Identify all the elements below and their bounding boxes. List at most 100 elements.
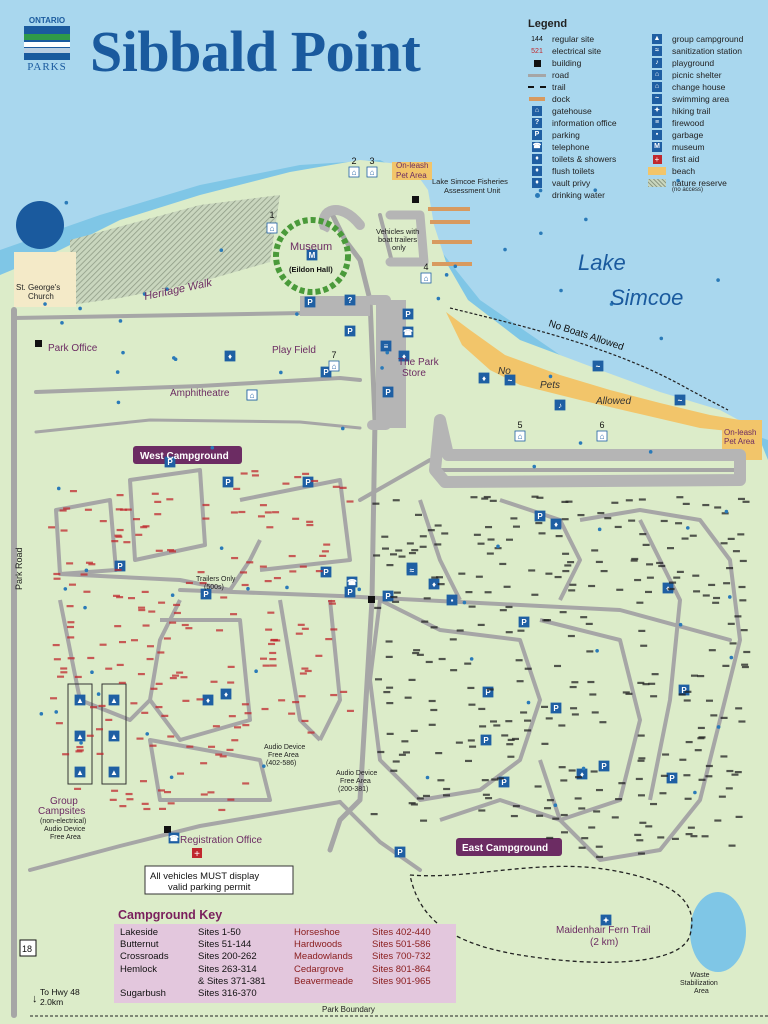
campsite-marker xyxy=(588,584,596,588)
campsite-marker xyxy=(242,724,250,727)
campsite-marker xyxy=(164,791,172,794)
drinking-water-dot xyxy=(659,336,664,341)
campsite-marker xyxy=(141,802,149,805)
drinking-water-dot xyxy=(724,509,729,514)
campsite-marker xyxy=(404,696,412,699)
park-store-label-2: Store xyxy=(402,368,426,379)
drinking-water-dot xyxy=(60,321,64,325)
campsite-marker xyxy=(684,690,692,693)
campsite-marker xyxy=(637,852,645,855)
campsite-marker xyxy=(569,583,577,586)
campsite-marker xyxy=(587,680,595,684)
campsite-marker xyxy=(726,769,734,773)
campsite-marker xyxy=(67,625,75,629)
campsite-marker xyxy=(423,597,431,600)
waste-label-1: Waste xyxy=(690,972,710,979)
campsite-marker xyxy=(692,574,700,577)
svg-text:P: P xyxy=(601,762,607,771)
svg-text:~: ~ xyxy=(508,376,513,385)
svg-text:▲: ▲ xyxy=(76,732,84,741)
campsite-marker xyxy=(99,520,107,523)
campsite-marker xyxy=(531,495,539,498)
campsite-marker xyxy=(637,794,645,797)
campground-key-sites-col2: Sites 402-440 xyxy=(372,927,431,938)
campsite-marker xyxy=(535,521,543,525)
legend-label: electrical site xyxy=(552,46,602,56)
campsite-marker xyxy=(294,475,302,479)
svg-text:M: M xyxy=(309,251,316,260)
campsite-marker xyxy=(161,714,169,717)
campsite-marker xyxy=(416,653,424,656)
campsite-marker xyxy=(650,695,658,698)
drinking-water-dot xyxy=(685,526,690,530)
vehicles-label-3: only xyxy=(392,243,406,252)
hwy-label-1: To Hwy 48 xyxy=(40,987,80,997)
campsite-marker xyxy=(515,659,523,662)
campsite-marker xyxy=(484,591,492,594)
drinking-water-dot xyxy=(578,441,583,445)
campsite-marker xyxy=(138,606,146,609)
campsite-marker xyxy=(216,629,224,632)
legend-row: ♪playground xyxy=(646,57,766,69)
campsite-marker xyxy=(231,739,239,742)
campsite-marker xyxy=(130,702,138,705)
logo-parks-text: PARKS xyxy=(27,61,67,73)
campsite-marker xyxy=(339,486,347,489)
campground-key-sites: & Sites 371-381 xyxy=(198,975,266,987)
campsite-marker xyxy=(475,575,483,578)
campground-key-sites: Sites 200-262 xyxy=(198,951,257,963)
legend-row: +first aid xyxy=(646,153,766,165)
campsite-marker xyxy=(332,485,340,488)
campsite-marker xyxy=(267,611,275,614)
campsite-marker xyxy=(55,722,63,725)
campsite-marker xyxy=(230,511,238,514)
campsite-marker xyxy=(435,752,443,755)
svg-text:☎: ☎ xyxy=(403,328,413,337)
svg-text:P: P xyxy=(537,512,543,521)
campsite-marker xyxy=(561,500,569,504)
campsite-marker xyxy=(625,499,633,502)
campsite-marker xyxy=(687,826,695,829)
campsite-marker xyxy=(63,507,71,510)
legend-row: road xyxy=(526,69,646,81)
svg-text:≡: ≡ xyxy=(384,342,389,351)
campsite-marker xyxy=(173,611,181,615)
toilets-showers-icon: ♦ xyxy=(220,688,232,700)
legend-symbol: 521 xyxy=(531,47,543,55)
campsite-marker xyxy=(393,591,401,594)
drinking-water-dot xyxy=(503,247,507,252)
campsite-marker xyxy=(207,791,215,794)
drinking-water-dot xyxy=(469,657,474,661)
legend-label: parking xyxy=(552,130,580,140)
campsite-marker xyxy=(544,619,552,622)
garbage-icon: ▪ xyxy=(646,130,668,140)
first-aid-icon: + xyxy=(192,848,202,860)
drinking-water-dot xyxy=(581,766,586,771)
campsite-marker xyxy=(428,699,436,703)
campsite-marker xyxy=(645,825,653,828)
telephone-icon: ☎ xyxy=(168,832,180,844)
campsite-marker xyxy=(718,795,726,798)
campsite-marker xyxy=(456,629,464,632)
campsite-marker xyxy=(428,723,436,726)
campsite-marker xyxy=(257,515,265,518)
campsite-marker xyxy=(591,549,599,552)
campsite-marker xyxy=(487,538,495,541)
parking-icon: P xyxy=(344,586,356,598)
first-aid-icon: + xyxy=(646,154,668,164)
campsite-marker xyxy=(197,571,205,574)
legend-label: vault privy xyxy=(552,178,591,188)
legend-row: ♦flush toilets xyxy=(526,165,646,177)
campsite-marker xyxy=(273,576,281,580)
campsite-marker xyxy=(729,642,737,645)
campsite-marker xyxy=(482,793,490,796)
legend-row: 521 electrical site xyxy=(526,45,646,57)
svg-text:P: P xyxy=(203,590,209,599)
campsite-marker xyxy=(251,474,259,477)
legend-title: Legend xyxy=(528,18,568,30)
drinking-water-dot xyxy=(63,587,68,591)
group-campground-icon: ▲ xyxy=(108,694,120,706)
campsite-marker xyxy=(120,508,128,511)
campsite-marker xyxy=(169,550,177,553)
campsite-marker xyxy=(524,719,532,722)
